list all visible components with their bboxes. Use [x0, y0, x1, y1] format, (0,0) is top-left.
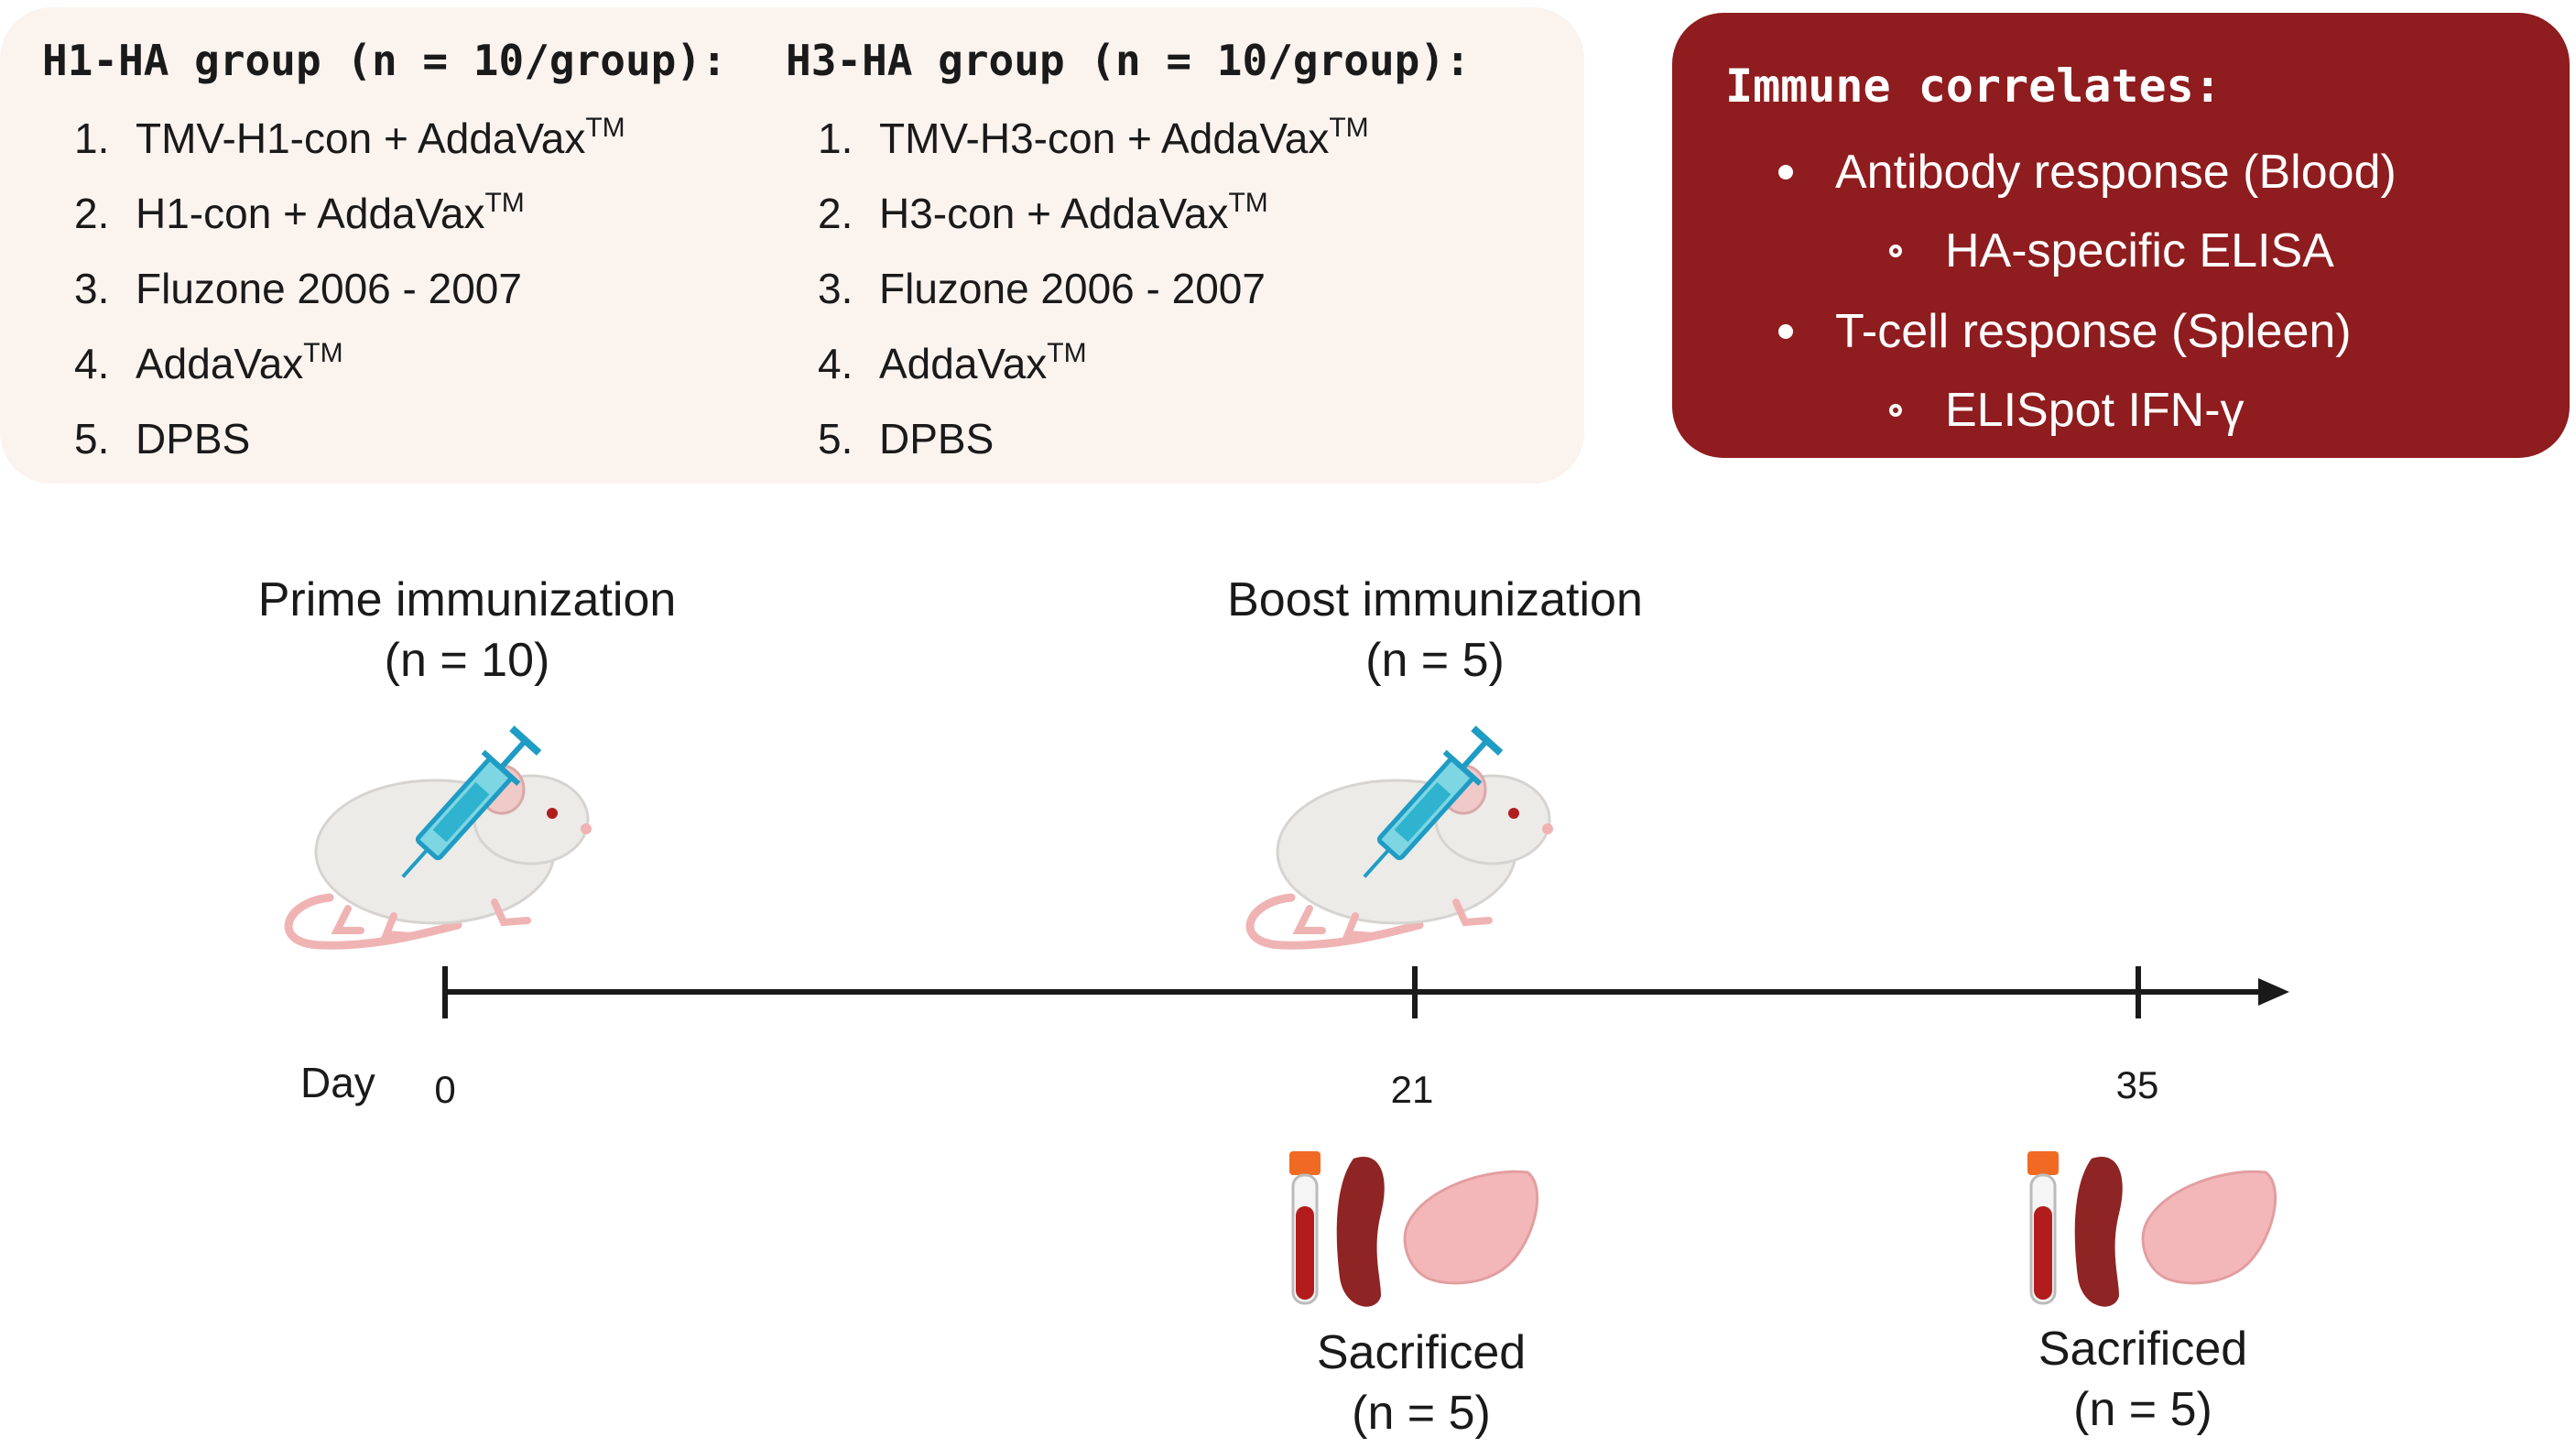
h1-group-item: 4.AddaVaxTM	[74, 338, 343, 388]
samples-day21-icons	[1289, 1151, 1539, 1307]
immune-correlates-panel: Immune correlates: Antibody response (Bl…	[1672, 13, 2570, 458]
sacrificed-day21-label: Sacrificed (n = 5)	[1316, 1326, 1527, 1440]
spleen-icon	[1336, 1157, 1385, 1307]
correlate-antibody: Antibody response (Blood)	[1835, 146, 2397, 199]
trademark-mark: TM	[484, 188, 525, 218]
h1-group-list: 1.TMV-H1-con + AddaVaxTM 2.H1-con + Adda…	[42, 101, 727, 476]
h3-group-item: 3.Fluzone 2006 - 2007	[818, 265, 1266, 312]
prime-immunization-label: Prime immunization (n = 10)	[257, 573, 677, 687]
trademark-mark: TM	[1047, 338, 1087, 368]
tissue-icon	[1403, 1170, 1539, 1285]
correlate-tcell: T-cell response (Spleen)	[1835, 305, 2352, 358]
bullet-icon	[1778, 165, 1793, 180]
blood-tube-icon	[2027, 1151, 2059, 1305]
h3-group-item: 1.TMV-H3-con + AddaVaxTM	[818, 113, 1369, 163]
sub-bullet-icon	[1889, 404, 1902, 417]
trademark-mark: TM	[303, 338, 343, 368]
tick-label-35: 35	[2115, 1063, 2159, 1106]
timeline-arrowhead	[2258, 978, 2289, 1006]
correlate-tcell-assay: ELISpot IFN-γ	[1945, 384, 2244, 437]
bullet-icon	[1778, 324, 1793, 339]
day-axis-label: Day	[300, 1059, 375, 1106]
h1-group-item: 3.Fluzone 2006 - 2007	[74, 265, 522, 312]
trademark-mark: TM	[1329, 113, 1369, 143]
spleen-icon	[2074, 1157, 2123, 1307]
h1-group-item: 2.H1-con + AddaVaxTM	[74, 188, 525, 238]
tick-label-0: 0	[434, 1068, 456, 1111]
blood-tube-icon	[1289, 1151, 1321, 1305]
h3-group-item: 5.DPBS	[818, 415, 995, 463]
h3-group-item: 2.H3-con + AddaVaxTM	[818, 188, 1268, 238]
h1-group-item: 5.DPBS	[74, 415, 251, 463]
h1-ha-group: H1-HA group (n = 10/group): 1.TMV-H1-con…	[42, 33, 727, 476]
trademark-mark: TM	[585, 113, 625, 143]
sub-bullet-icon	[1889, 245, 1902, 257]
mouse-boost-icon	[1245, 725, 1553, 950]
mouse-prime-icon	[284, 725, 592, 950]
h3-ha-group: H3-HA group (n = 10/group): 1.TMV-H3-con…	[786, 33, 1471, 476]
correlates-title: Immune correlates:	[1725, 60, 2222, 113]
sacrificed-day35-label: Sacrificed (n = 5)	[2038, 1323, 2248, 1436]
trademark-mark: TM	[1228, 188, 1268, 218]
samples-day35-icons	[2027, 1151, 2277, 1307]
treatment-groups-panel: H1-HA group (n = 10/group): 1.TMV-H1-con…	[0, 7, 1584, 484]
h3-group-list: 1.TMV-H3-con + AddaVaxTM 2.H3-con + Adda…	[786, 101, 1471, 476]
h1-group-title: H1-HA group (n = 10/group):	[42, 36, 727, 85]
correlate-antibody-assay: HA-specific ELISA	[1945, 224, 2334, 278]
tissue-icon	[2141, 1170, 2277, 1285]
boost-immunization-label: Boost immunization (n = 5)	[1227, 573, 1643, 687]
h1-group-item: 1.TMV-H1-con + AddaVaxTM	[74, 113, 625, 163]
h3-group-title: H3-HA group (n = 10/group):	[786, 36, 1471, 85]
tick-label-21: 21	[1390, 1068, 1434, 1111]
h3-group-item: 4.AddaVaxTM	[818, 338, 1087, 388]
